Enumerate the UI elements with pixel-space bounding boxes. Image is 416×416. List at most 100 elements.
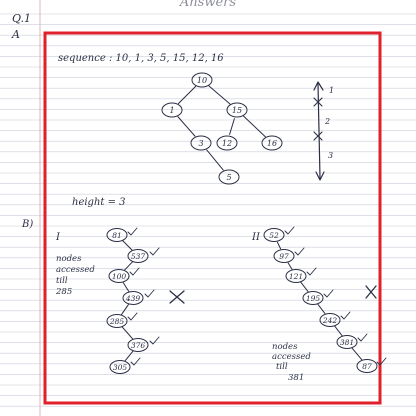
tree-node-circle bbox=[261, 135, 283, 151]
part-b-label: B) bbox=[21, 219, 33, 230]
level-label: 3 bbox=[328, 151, 333, 160]
tree-node-label: 1 bbox=[169, 106, 174, 115]
level-axis bbox=[317, 83, 321, 179]
tree-edge bbox=[334, 325, 343, 337]
sequence-values: 10, 1, 3, 5, 15, 12, 16 bbox=[116, 53, 225, 64]
tree-edge bbox=[229, 118, 235, 135]
tree-edge bbox=[287, 262, 293, 270]
arrow-down-icon bbox=[315, 171, 325, 181]
check-mark-icon bbox=[340, 311, 351, 320]
tree-node-label: 537 bbox=[131, 252, 146, 261]
tree-node-circle bbox=[190, 135, 212, 151]
tree-node-label: 439 bbox=[125, 294, 141, 303]
tree-edge bbox=[121, 304, 129, 315]
note-line: till bbox=[56, 276, 68, 286]
tree-edge bbox=[206, 149, 224, 171]
note-line: nodes bbox=[56, 254, 82, 264]
check-mark-icon bbox=[376, 357, 387, 366]
level-label: 2 bbox=[324, 117, 330, 126]
tree-node-circle bbox=[106, 228, 128, 242]
tree-edge bbox=[121, 326, 134, 340]
tree-edge bbox=[177, 116, 196, 137]
check-mark-icon bbox=[130, 357, 141, 366]
tree-node-circle bbox=[122, 291, 144, 305]
note-line: 381 bbox=[288, 373, 304, 383]
note-line: till bbox=[276, 362, 288, 372]
sequence-line: sequence : 10, 1, 3, 5, 15, 12, 16 bbox=[58, 53, 224, 64]
tree-node-label: 100 bbox=[112, 272, 127, 281]
tree-node-circle bbox=[263, 228, 285, 242]
tree-edge bbox=[124, 261, 133, 271]
check-mark-icon bbox=[129, 267, 140, 276]
tree-edge bbox=[122, 240, 133, 251]
cross-mark-icon bbox=[365, 285, 377, 299]
tree-node-circle bbox=[106, 314, 128, 328]
tree-edge bbox=[122, 282, 130, 292]
tree-node-circle bbox=[218, 169, 240, 185]
sequence-label: sequence bbox=[58, 53, 106, 64]
check-mark-icon bbox=[284, 226, 295, 235]
question-label: Q.1 bbox=[12, 12, 31, 25]
tree-node-circle bbox=[273, 249, 295, 263]
note-i: nodes accessed till 285 bbox=[55, 254, 98, 297]
tree-node-circle bbox=[216, 135, 238, 151]
tree-node-circle bbox=[109, 360, 131, 374]
note-line: accessed bbox=[272, 352, 311, 362]
tree-node-label: 10 bbox=[197, 76, 207, 85]
tree-node-circle bbox=[191, 72, 213, 88]
tree-node-label: 16 bbox=[267, 139, 277, 148]
check-mark-icon bbox=[144, 289, 155, 298]
level-brackets: 1 2 3 bbox=[313, 81, 334, 181]
check-mark-icon bbox=[323, 289, 334, 298]
level-label: 1 bbox=[329, 86, 334, 95]
page-heading: Answers bbox=[179, 0, 236, 10]
tree-edge bbox=[317, 303, 326, 315]
tree-edge bbox=[276, 241, 282, 250]
tree-node-label: 376 bbox=[131, 341, 146, 350]
note-line: nodes bbox=[272, 342, 298, 352]
tree-node-circle bbox=[302, 291, 324, 305]
check-mark-icon bbox=[127, 227, 138, 236]
tree-node-circle bbox=[226, 102, 248, 118]
level-tick-icon bbox=[313, 131, 323, 141]
check-mark-icon bbox=[294, 247, 305, 256]
tree-node-label: 305 bbox=[113, 363, 128, 372]
tree-node-label: 12 bbox=[222, 139, 232, 148]
tree-node-label: 87 bbox=[362, 362, 372, 371]
tree-node-label: 3 bbox=[198, 139, 203, 148]
tree-node-circle bbox=[108, 269, 130, 283]
search-path-i: 81 537 100 439 285 376 305 bbox=[106, 227, 160, 374]
check-mark-icon bbox=[357, 333, 368, 342]
check-mark-icon bbox=[306, 267, 317, 276]
tree-node-label: 52 bbox=[269, 231, 279, 240]
part-a-label: A bbox=[11, 28, 20, 41]
tree-edge bbox=[351, 347, 363, 361]
tree-node-label: 81 bbox=[112, 231, 122, 240]
tree-node-label: 97 bbox=[279, 252, 289, 261]
tree-edge bbox=[177, 85, 197, 105]
tree-edge bbox=[243, 115, 266, 138]
tree-node-circle bbox=[356, 359, 378, 373]
tree-node-label: 121 bbox=[289, 272, 303, 281]
note-line: accessed bbox=[56, 265, 95, 275]
path-i-label: I bbox=[55, 232, 61, 243]
tree-node-circle bbox=[336, 335, 358, 349]
tree-node-label: 285 bbox=[109, 317, 125, 326]
tree-node-label: 242 bbox=[322, 316, 338, 325]
note-line: 285 bbox=[55, 287, 72, 297]
path-ii-label: II bbox=[251, 232, 261, 243]
cross-mark-icon bbox=[169, 290, 185, 304]
tree-edge bbox=[208, 85, 231, 105]
check-mark-icon bbox=[127, 312, 138, 321]
tree-node-circle bbox=[161, 102, 183, 118]
height-label: height = 3 bbox=[72, 197, 126, 208]
tree-node-label: 195 bbox=[306, 294, 321, 303]
tree-edge bbox=[300, 281, 309, 293]
tree-node-circle bbox=[319, 313, 341, 327]
tree-node-circle bbox=[285, 269, 307, 283]
highlight-frame bbox=[43, 31, 382, 405]
